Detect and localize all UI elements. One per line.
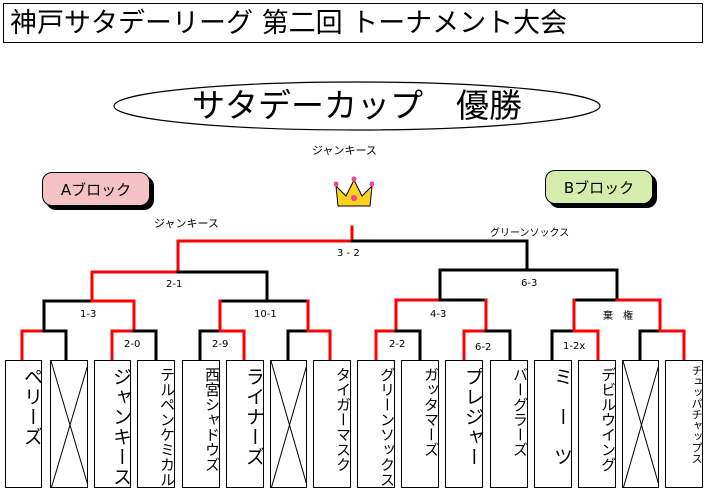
team-box: ミ ー ツ — [534, 360, 572, 488]
team-name: テルペンケミカルズ — [158, 367, 175, 488]
score-q1: 1-3 — [80, 309, 97, 320]
team-name: タイガーマスク — [334, 367, 351, 472]
team-box-empty — [50, 360, 88, 488]
team-name: ガッタマーズ — [422, 367, 439, 457]
team-name: チュッパチャップス — [690, 365, 703, 464]
crown-icon — [334, 176, 374, 207]
team-name: デビルウイング — [599, 367, 616, 472]
score-q3: 4-3 — [430, 309, 447, 320]
team-name: 西宮シャドウズ — [203, 367, 220, 472]
team-box: デビルウイング — [578, 360, 616, 488]
empty-slot-cross — [51, 361, 87, 487]
score-r1: 2-0 — [124, 339, 141, 350]
team-box: ペリーズ — [5, 360, 42, 488]
score-r2: 2-9 — [212, 339, 229, 350]
team-box: 西宮シャドウズ — [182, 360, 220, 488]
score-q2: 10-1 — [254, 309, 277, 320]
team-box: プレジャー — [445, 360, 483, 488]
team-name: ライナーズ — [243, 367, 264, 467]
empty-slot-cross — [271, 361, 306, 487]
team-name: バーグラーズ — [511, 367, 528, 457]
team-box-empty — [270, 360, 307, 488]
team-box: ジャンキース — [94, 360, 131, 488]
cup-title: サタデーカップ 優勝 — [112, 80, 602, 132]
team-name: ペリーズ — [21, 367, 42, 447]
cup-title-text: サタデーカップ 優勝 — [192, 86, 522, 125]
score-r5: 1-2x — [563, 341, 586, 352]
team-box: テルペンケミカルズ — [137, 360, 175, 488]
team-name: グリーンソックス — [378, 367, 395, 487]
team-box: バーグラーズ — [490, 360, 528, 488]
team-name: ジャンキース — [110, 367, 131, 487]
block-b-label: Bブロック — [545, 170, 653, 204]
team-box: ライナーズ — [226, 360, 264, 488]
score-r4: 6-2 — [475, 342, 492, 353]
cup-ellipse — [113, 81, 601, 131]
team-box: チュッパチャップス — [665, 360, 703, 488]
final-score: 3 - 2 — [337, 248, 360, 259]
score-r3: 2-2 — [389, 339, 406, 350]
champion-name: ジャンキース — [312, 144, 377, 157]
block-a-label: Aブロック — [42, 172, 150, 206]
score-b-semi: 6-3 — [521, 278, 538, 289]
team-name: プレジャー — [462, 367, 483, 467]
team-box-empty — [622, 360, 659, 488]
empty-slot-cross — [623, 361, 658, 487]
team-box: グリーンソックス — [357, 360, 395, 488]
semi-a-winner: ジャンキース — [154, 217, 219, 230]
team-name: ミ ー ツ — [551, 367, 572, 467]
page-title: 神戸サタデーリーグ 第二回 トーナメント大会 — [3, 3, 703, 43]
score-a-semi: 2-1 — [166, 279, 183, 290]
score-q4: 棄 権 — [603, 311, 633, 322]
semi-b-winner: グリーンソックス — [490, 228, 570, 239]
team-box: ガッタマーズ — [401, 360, 439, 488]
team-box: タイガーマスク — [313, 360, 351, 488]
